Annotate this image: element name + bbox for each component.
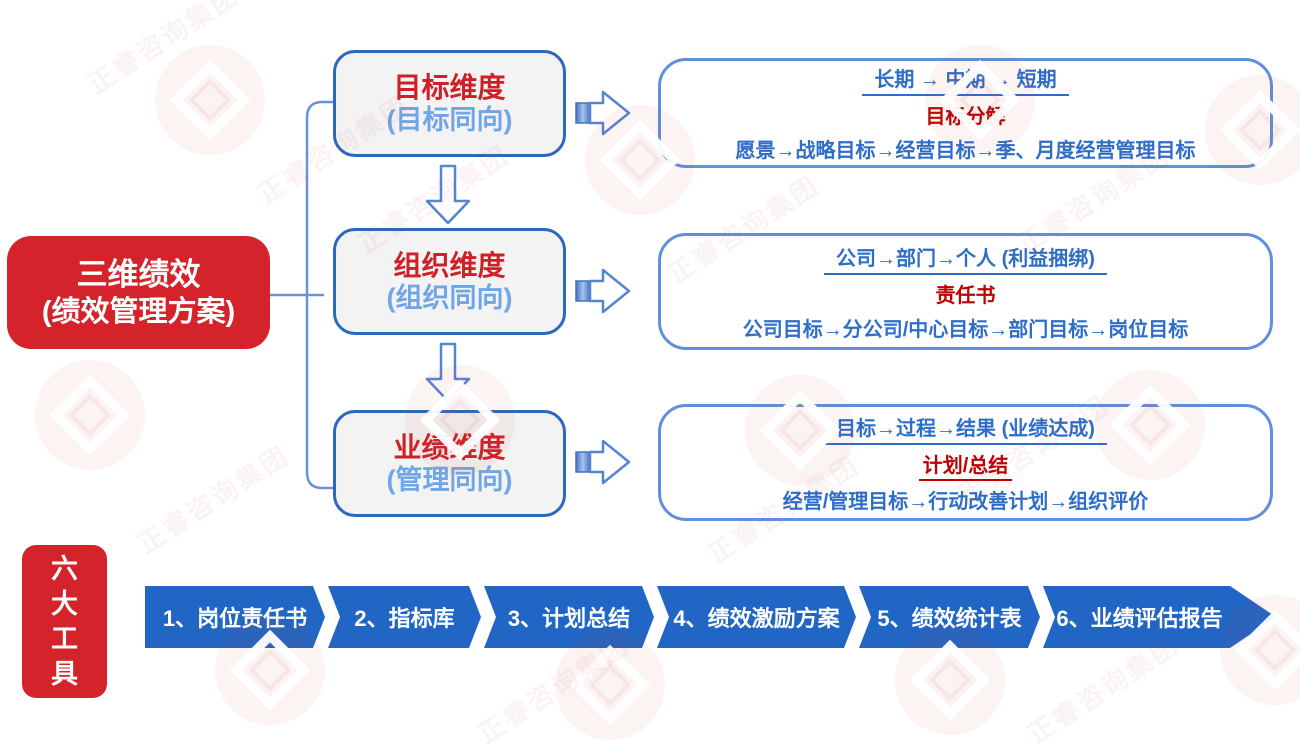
detail-line-2: 目标分解 bbox=[925, 106, 1006, 128]
tool-label: 5、绩效统计表 bbox=[877, 606, 1022, 631]
down-arrow-icon bbox=[425, 164, 471, 225]
logo-watermark-icon bbox=[150, 40, 270, 165]
tool-label: 2、指标库 bbox=[354, 606, 455, 631]
logo-watermark-icon bbox=[30, 355, 150, 480]
right-arrow-icon bbox=[575, 268, 631, 314]
detail-line-1: 目标→过程→结果 (业绩达成) bbox=[824, 412, 1107, 445]
dimension-subtitle: (目标同向) bbox=[386, 104, 513, 135]
right-arrow-icon bbox=[575, 90, 631, 136]
watermark-text: 正睿咨询集团 bbox=[82, 0, 246, 100]
detail-box-organization: 公司→部门→个人 (利益捆绑) 责任书 公司目标→分公司/中心目标→部门目标→岗… bbox=[658, 233, 1273, 350]
detail-box-performance: 目标→过程→结果 (业绩达成) 计划/总结 经营/管理目标→行动改善计划→组织评… bbox=[658, 404, 1273, 521]
tool-label: 3、计划总结 bbox=[507, 606, 631, 631]
detail-line-2: 责任书 bbox=[935, 284, 996, 307]
detail-line-1: 公司→部门→个人 (利益捆绑) bbox=[824, 242, 1107, 275]
tool-chevron-indicator-library: 2、指标库 bbox=[328, 586, 481, 648]
dimension-title: 目标维度 bbox=[393, 71, 506, 103]
tool-chevron-responsibility-letter: 1、岗位责任书 bbox=[145, 586, 325, 648]
dimension-box-performance: 业绩维度 (管理同向) bbox=[333, 410, 566, 517]
bracket-connector bbox=[268, 100, 335, 490]
detail-box-goal: 长期 → 中期 → 短期 目标分解 愿景→战略目标→经营目标→季、月度经营管理目… bbox=[658, 58, 1273, 168]
root-title: 三维绩效 bbox=[76, 256, 201, 292]
right-arrow-icon bbox=[575, 439, 631, 485]
dimension-box-goal: 目标维度 (目标同向) bbox=[333, 50, 566, 157]
tool-chevron-evaluation-report: 6、业绩评估报告 bbox=[1043, 586, 1276, 648]
detail-line-3: 愿景→战略目标→经营目标→季、月度经营管理目标 bbox=[735, 140, 1196, 162]
tool-label: 6、业绩评估报告 bbox=[1056, 606, 1223, 631]
detail-line-1: 长期 → 中期 → 短期 bbox=[862, 63, 1069, 96]
tool-label: 4、绩效激励方案 bbox=[673, 606, 840, 631]
root-node: 三维绩效 (绩效管理方案) bbox=[7, 236, 270, 349]
detail-line-3: 公司目标→分公司/中心目标→部门目标→岗位目标 bbox=[742, 318, 1189, 341]
dimension-title: 业绩维度 bbox=[393, 431, 506, 463]
tool-chevron-statistics-table: 5、绩效统计表 bbox=[859, 586, 1040, 648]
six-tools-label: 六 大 工 具 bbox=[22, 545, 107, 698]
dimension-subtitle: (组织同向) bbox=[386, 282, 513, 313]
dimension-subtitle: (管理同向) bbox=[386, 464, 513, 495]
tool-chevron-incentive-plan: 4、绩效激励方案 bbox=[657, 586, 856, 648]
dimension-title: 组织维度 bbox=[393, 249, 506, 281]
dimension-box-organization: 组织维度 (组织同向) bbox=[333, 228, 566, 335]
root-subtitle: (绩效管理方案) bbox=[41, 295, 236, 328]
detail-line-3: 经营/管理目标→行动改善计划→组织评价 bbox=[782, 490, 1149, 513]
tool-chevron-plan-summary: 3、计划总结 bbox=[484, 586, 654, 648]
down-arrow-icon bbox=[425, 342, 471, 403]
detail-line-2: 计划/总结 bbox=[918, 449, 1013, 481]
tool-label: 1、岗位责任书 bbox=[162, 606, 308, 631]
